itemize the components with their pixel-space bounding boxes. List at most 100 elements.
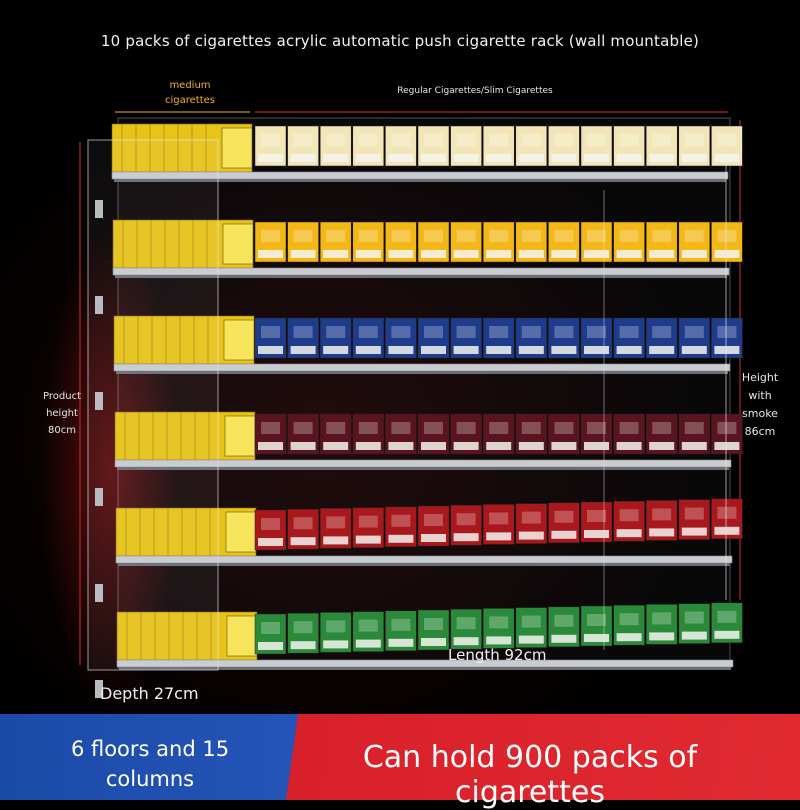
- mounting-bracket: [95, 392, 103, 410]
- pack-label-strip: [421, 534, 446, 542]
- pack-emblem: [587, 510, 606, 522]
- shelf-tray-edge: [116, 371, 728, 374]
- pack-emblem: [684, 326, 704, 338]
- regular-cigarettes-label: Regular Cigarettes/Slim Cigarettes: [397, 86, 553, 96]
- pack-label-strip: [551, 154, 577, 162]
- pack-label-strip: [355, 639, 381, 648]
- pack-label-strip: [714, 526, 740, 535]
- pack-label-strip: [453, 154, 479, 162]
- pack-emblem: [391, 422, 411, 434]
- pack-emblem: [358, 619, 378, 632]
- pack-label-strip: [486, 442, 512, 450]
- pack-emblem: [358, 515, 378, 528]
- medium-front-pack: [221, 127, 253, 169]
- pack-emblem: [619, 326, 639, 338]
- pack-emblem: [293, 517, 313, 530]
- height-smoke-line-1: Height: [741, 371, 779, 384]
- banner-blue-panel: [0, 714, 300, 800]
- pack-label-strip: [681, 527, 707, 536]
- pack-emblem: [424, 326, 443, 338]
- pack-emblem: [391, 134, 411, 146]
- pack-label-strip: [681, 154, 707, 162]
- pack-emblem: [456, 422, 476, 434]
- pack-label-strip: [584, 442, 609, 450]
- pack-emblem: [684, 507, 704, 520]
- pack-emblem: [261, 422, 280, 434]
- pack-emblem: [261, 134, 280, 146]
- pack-emblem: [358, 422, 378, 434]
- pack-emblem: [652, 134, 672, 146]
- pack-emblem: [456, 230, 476, 242]
- pack-emblem: [391, 514, 411, 527]
- height-smoke-line-4: 86cm: [744, 425, 776, 438]
- pack-emblem: [554, 134, 574, 146]
- pack-label-strip: [551, 442, 577, 450]
- pack-label-strip: [388, 346, 414, 354]
- pack-emblem: [587, 230, 606, 242]
- mounting-bracket: [95, 296, 103, 314]
- pack-emblem: [261, 622, 280, 634]
- pack-emblem: [456, 513, 476, 526]
- pack-label-strip: [290, 537, 316, 546]
- pack-label-strip: [584, 154, 609, 162]
- pack-label-strip: [486, 250, 512, 258]
- medium-cigarettes-label: medium cigarettes: [150, 78, 230, 108]
- pack-label-strip: [649, 154, 675, 162]
- pack-label-strip: [649, 346, 675, 354]
- pack-label-strip: [290, 641, 316, 650]
- product-height-line-3: 80cm: [48, 425, 76, 436]
- pack-label-strip: [616, 442, 642, 450]
- pack-label-strip: [388, 154, 414, 162]
- pack-emblem: [717, 134, 737, 146]
- depth-label: Depth 27cm: [100, 684, 199, 703]
- pack-label-strip: [421, 346, 446, 354]
- pack-label-strip: [649, 632, 675, 641]
- pack-emblem: [424, 134, 443, 146]
- height-smoke-line-3: smoke: [742, 407, 778, 420]
- pack-label-strip: [616, 529, 642, 538]
- mounting-bracket: [95, 488, 103, 506]
- medium-front-pack: [222, 223, 254, 265]
- height-with-smoke-label: Height with smoke 86cm: [738, 369, 782, 441]
- pack-emblem: [521, 511, 541, 524]
- pack-label-strip: [453, 442, 479, 450]
- pack-emblem: [293, 230, 313, 242]
- pack-label-strip: [290, 250, 316, 258]
- pack-emblem: [391, 230, 411, 242]
- pack-label-strip: [258, 250, 283, 258]
- pack-emblem: [717, 610, 737, 623]
- pack-emblem: [587, 614, 606, 626]
- pack-label-strip: [421, 442, 446, 450]
- pack-emblem: [717, 326, 737, 338]
- pack-label-strip: [388, 442, 414, 450]
- pack-label-strip: [518, 346, 544, 354]
- pack-emblem: [326, 620, 346, 633]
- page-title: 10 packs of cigarettes acrylic automatic…: [100, 32, 700, 50]
- floors-columns-line-2: columns: [105, 767, 195, 791]
- pack-emblem: [391, 326, 411, 338]
- pack-emblem: [684, 134, 704, 146]
- pack-emblem: [424, 230, 443, 242]
- back-acrylic-panel: [117, 117, 731, 669]
- pack-emblem: [261, 518, 280, 530]
- pack-label-strip: [421, 154, 446, 162]
- pack-emblem: [326, 326, 346, 338]
- pack-emblem: [521, 422, 541, 434]
- length-label: Length 92cm: [448, 646, 547, 664]
- pack-label-strip: [714, 442, 740, 450]
- pack-emblem: [261, 230, 280, 242]
- pack-label-strip: [518, 250, 544, 258]
- pack-emblem: [293, 134, 313, 146]
- pack-emblem: [619, 134, 639, 146]
- pack-emblem: [489, 326, 509, 338]
- pack-emblem: [554, 230, 574, 242]
- pack-emblem: [391, 618, 411, 631]
- mounting-bracket: [95, 200, 103, 218]
- product-height-line-1: Product: [43, 391, 81, 402]
- pack-emblem: [489, 134, 509, 146]
- floors-columns-text: 6 floors and 15 columns: [40, 734, 260, 794]
- height-smoke-line-2: with: [748, 389, 772, 402]
- pack-label-strip: [323, 346, 349, 354]
- pack-label-strip: [453, 250, 479, 258]
- pack-label-strip: [258, 154, 283, 162]
